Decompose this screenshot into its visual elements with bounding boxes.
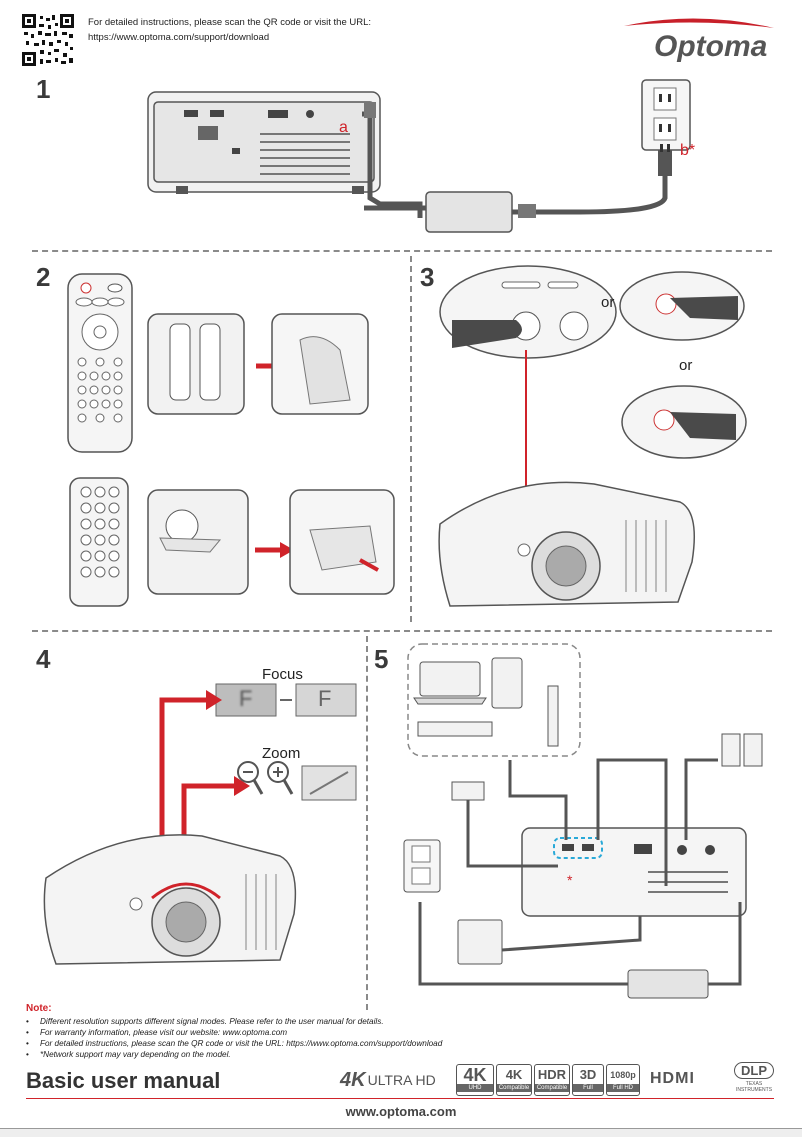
media-player-icon: [417, 721, 493, 737]
or-label: or: [601, 294, 615, 311]
wall-outlet: [641, 79, 691, 151]
footer-rule: [26, 1098, 774, 1099]
focus-blurred-letter: F: [239, 686, 253, 711]
power-adapter-5: [627, 969, 709, 999]
zoom-icons: [237, 761, 357, 801]
section-divider: [32, 630, 772, 632]
remote-control-large: [67, 273, 133, 453]
callout-a: a: [339, 119, 348, 136]
projector-front: [438, 481, 695, 607]
bottom-bar: [0, 1128, 802, 1137]
network-asterisk: *: [567, 872, 573, 888]
step-number-3: 3: [420, 262, 435, 292]
section-divider: [366, 636, 368, 1010]
instruction-url[interactable]: https://www.optoma.com/support/download: [88, 32, 270, 43]
note-title: Note:: [26, 1003, 52, 1014]
instruction-line: For detailed instructions, please scan t…: [88, 17, 372, 28]
battery-bay: [147, 313, 245, 415]
4k-compatible-badge: 4K Compatible: [496, 1064, 532, 1096]
note-item: For warranty information, please visit o…: [26, 1027, 442, 1038]
qr-code: [22, 14, 74, 66]
hdmi-logo: HDMI: [650, 1070, 695, 1087]
uhd-4k: 4K: [340, 1068, 366, 1091]
uhd-badge: 4K ULTRA HD: [340, 1066, 436, 1094]
power-adapter: [425, 191, 513, 233]
3d-badge: 3D Full: [572, 1064, 604, 1096]
1080p-badge: 1080p Full HD: [606, 1064, 640, 1096]
step2-remote-battery-illustration: [67, 273, 395, 607]
wall-outlet-5: [403, 839, 441, 893]
dlp-logo: DLP TEXAS INSTRUMENTS: [734, 1062, 774, 1093]
focus-comparison: [215, 683, 357, 717]
projector-front-zoom: [43, 834, 297, 965]
uhd-box-badge: 4K UHD: [456, 1064, 494, 1096]
logo-text: Optoma: [654, 30, 767, 63]
or-label: or: [679, 357, 693, 374]
note-item: Different resolution supports different …: [26, 1016, 442, 1027]
hdr-badge: HDR Compatible: [534, 1064, 570, 1096]
step5-connection-illustration: [403, 643, 763, 999]
speaker-icon: [721, 733, 741, 767]
header-instructions: For detailed instructions, please scan t…: [88, 15, 371, 45]
projector-rear-ports: [521, 827, 747, 917]
laptop-icon: [419, 661, 481, 697]
hdmi-ports-highlight: [553, 837, 603, 859]
step4-focus-zoom-illustration: [43, 683, 357, 965]
finger-pointer: [452, 320, 522, 348]
optoma-logo: Optoma: [624, 18, 774, 63]
focus-label: Focus: [262, 666, 303, 683]
section-divider: [32, 250, 772, 252]
step-number-1: 1: [36, 74, 51, 104]
notes-list: Different resolution supports different …: [26, 1016, 442, 1060]
note-item: *Network support may vary depending on t…: [26, 1049, 442, 1060]
focus-sharp-letter: F: [318, 686, 332, 711]
step-number-4: 4: [36, 644, 51, 674]
zoom-label: Zoom: [262, 745, 301, 762]
source-devices-group: [407, 643, 581, 757]
footer-url[interactable]: www.optoma.com: [345, 1104, 457, 1119]
laptop-vga-icon: [457, 919, 503, 965]
step3-power-on-illustration: [438, 265, 747, 607]
step-number-5: 5: [374, 644, 389, 674]
manual-title: Basic user manual: [26, 1068, 221, 1093]
game-console-icon: [491, 657, 523, 709]
remote-control-small: [69, 477, 129, 607]
uhd-text: ULTRA HD: [367, 1072, 436, 1088]
speaker-icon: [743, 733, 763, 767]
section-divider: [410, 256, 412, 622]
callout-b: b*: [680, 142, 696, 159]
step1-power-connection-illustration: [147, 79, 691, 233]
step-number-2: 2: [36, 262, 51, 292]
note-item: For detailed instructions, please scan t…: [26, 1038, 442, 1049]
ethernet-port-icon: [451, 781, 485, 801]
